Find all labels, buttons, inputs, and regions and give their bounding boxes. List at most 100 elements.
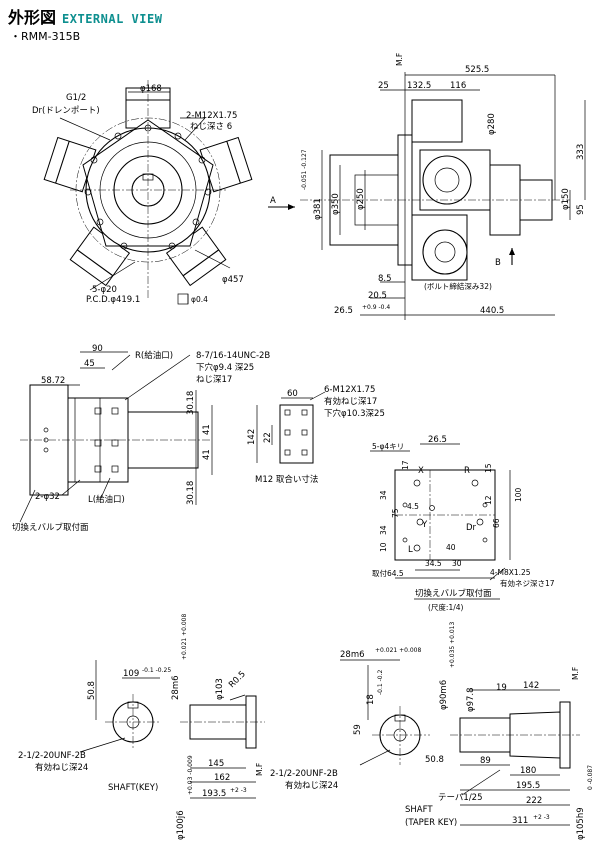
side-d25: 25 [378, 81, 389, 91]
st-d50: 50.8 [425, 755, 444, 765]
front-view: φ168 G1/2 Dr(ドレンポート) 2-M12X1.75 ねじ深さ 6 5… [32, 80, 253, 305]
st-d97: φ97.8 [466, 687, 476, 712]
side-d440: 440.5 [480, 306, 504, 316]
front-pcd: P.C.D.φ419.1 [86, 295, 140, 305]
st-d195: 195.5 [516, 781, 540, 791]
valve-d75: 75 [391, 508, 400, 518]
side-d280: φ280 [487, 113, 497, 135]
side-d95: 95 [576, 204, 586, 215]
front-tol: φ0.4 [191, 295, 208, 304]
st-d311: 311 [512, 816, 528, 826]
m12-depth1: 有効ねじ深17 [324, 396, 377, 407]
sk-thread: 2-1/2-20UNF-2B [18, 751, 86, 761]
valve-depth: 有効ネジ深さ17 [500, 578, 555, 588]
valve-bolt: 4-M8X1.25 [490, 568, 531, 577]
st-d90: φ90m6 [439, 680, 449, 710]
va-d58: 58.72 [41, 376, 65, 386]
va-unc-d2: ねじ深17 [196, 375, 232, 385]
valve-r: R [464, 466, 470, 476]
va-unc-d1: 下穴φ9.4 深25 [196, 362, 254, 373]
side-d381: φ381 [313, 198, 323, 220]
shaft-key-detail: 50.8 109 -0.1 -0.25 28m6 +0.021 +0.008 φ… [18, 614, 265, 840]
m12-d60: 60 [287, 389, 298, 399]
m12-d142: 142 [247, 429, 257, 445]
valve-d26: 26.5 [428, 435, 447, 445]
va-unc-label: 8-7/16-14UNC-2B [196, 351, 270, 361]
sk-d103: φ103 [215, 678, 225, 700]
valve-d10: 10 [379, 542, 388, 552]
va-d41a: 41 [202, 424, 212, 435]
va-r-label: R(給油口) [135, 350, 173, 361]
side-d132: 132.5 [407, 81, 431, 91]
front-g-label: G1/2 [66, 93, 86, 103]
valve-x: X [418, 466, 424, 476]
st-d180: 180 [520, 766, 536, 776]
st-d105: φ105h9 [576, 807, 586, 840]
front-holes: 5-φ20 [92, 285, 117, 295]
sk-key: 109 [123, 669, 139, 679]
st-d28-tol: +0.021 +0.008 [375, 647, 421, 654]
va-d41b: 41 [202, 449, 212, 460]
sk-d50: 50.8 [87, 681, 97, 700]
side-d26-5: 26.5 [334, 306, 353, 316]
valve-d12: 12 [484, 495, 493, 505]
m12-caption: M12 取合い寸法 [255, 474, 318, 485]
side-d116: 116 [450, 81, 466, 91]
sk-d28: 28m6 [171, 675, 181, 700]
va-d45: 45 [84, 359, 95, 369]
valve-scale: (尺度:1/4) [428, 602, 464, 612]
st-d222: 222 [526, 796, 542, 806]
title-ja: 外形図 [8, 8, 57, 27]
sk-d145: 145 [208, 759, 224, 769]
st-d18: 18 [366, 694, 376, 705]
front-outer-dia: φ457 [222, 275, 244, 285]
st-d89: 89 [480, 756, 491, 766]
title-en: EXTERNAL VIEW [62, 12, 163, 26]
st-d311-tol: +2 -3 [533, 814, 550, 821]
va-d30a: 30.18 [186, 391, 196, 415]
valve-d4-5: 4.5 [407, 502, 419, 511]
va-l-label: L(給油口) [88, 494, 125, 505]
sk-d100-tol: +0.03 -0.009 [187, 755, 194, 795]
side-d381-tol: -0.051 -0.127 [301, 149, 308, 190]
st-mf: M.F [571, 667, 580, 680]
m12-bolt: 6-M12X1.75 [324, 385, 375, 395]
view-a-detail: 90 45 58.72 R(給油口) 8-7/16-14UNC-2B 下穴φ9.… [12, 344, 270, 533]
valve-d34a: 34 [379, 490, 388, 500]
st-taper: テーパ1/25 [438, 793, 483, 803]
page-header: 外形図 EXTERNAL VIEW [8, 4, 163, 27]
sk-caption: SHAFT(KEY) [108, 783, 158, 793]
va-d90: 90 [92, 344, 103, 354]
sk-mf: M.F [255, 763, 264, 776]
model-label: ・RMM-315B [10, 30, 81, 43]
side-d150: φ150 [561, 188, 571, 210]
valve-d34b: 34 [379, 525, 388, 535]
side-d26-5-tol: +0.9 -0.4 [362, 304, 390, 311]
valve-d17: 17 [401, 460, 410, 470]
m12-detail: 60 142 22 6-M12X1.75 有効ねじ深17 下穴φ10.3深25 … [247, 385, 385, 485]
st-d19: 19 [496, 683, 507, 693]
sk-d193: 193.5 [202, 789, 226, 799]
valve-d100: 100 [514, 487, 523, 502]
m12-depth2: 下穴φ10.3深25 [324, 408, 385, 419]
st-depth: 有効ねじ深24 [285, 780, 338, 791]
shaft-taper-detail: 28m6 +0.021 +0.008 18 -0.1 -0.2 59 2-1/2… [270, 622, 594, 840]
st-thread: 2-1/2-20UNF-2B [270, 769, 338, 779]
valve-d15: 15 [484, 463, 493, 473]
valve-y: Y [421, 520, 428, 530]
view-a-arrow-label: A [270, 196, 276, 206]
m12-d22: 22 [263, 432, 273, 443]
valve-pitch: 取付64.5 [372, 568, 404, 578]
valve-d30: 30 [452, 559, 462, 568]
side-d20-5: 20.5 [368, 291, 387, 301]
sk-key-tol: -0.1 -0.25 [142, 667, 171, 674]
front-dr-label: Dr(ドレンポート) [32, 106, 100, 116]
sk-r05: R0.5 [227, 669, 248, 690]
st-d59: 59 [353, 724, 363, 735]
sk-d28-tol: +0.021 +0.008 [181, 614, 188, 660]
st-d28: 28m6 [340, 650, 365, 660]
valve-detail: 5-φ4キリ 26.5 X R Dr Y L 17 15 34 4.5 75 3… [370, 435, 555, 612]
side-d250: φ250 [356, 188, 366, 210]
valve-l: L [408, 545, 413, 555]
